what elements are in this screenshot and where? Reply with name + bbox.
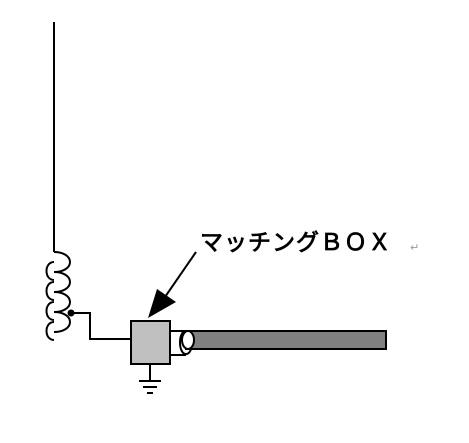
tap-lead-wire (71, 312, 131, 340)
matching-box (130, 320, 171, 365)
ground-symbol-icon (139, 364, 161, 394)
coax-cable (185, 330, 387, 350)
arrow-icon (148, 251, 197, 318)
matching-box-label: マッチングＢＯＸ (200, 230, 392, 256)
paragraph-mark: ↵ (410, 241, 420, 254)
coax-end (181, 330, 195, 350)
loading-coil-icon (45, 251, 72, 341)
